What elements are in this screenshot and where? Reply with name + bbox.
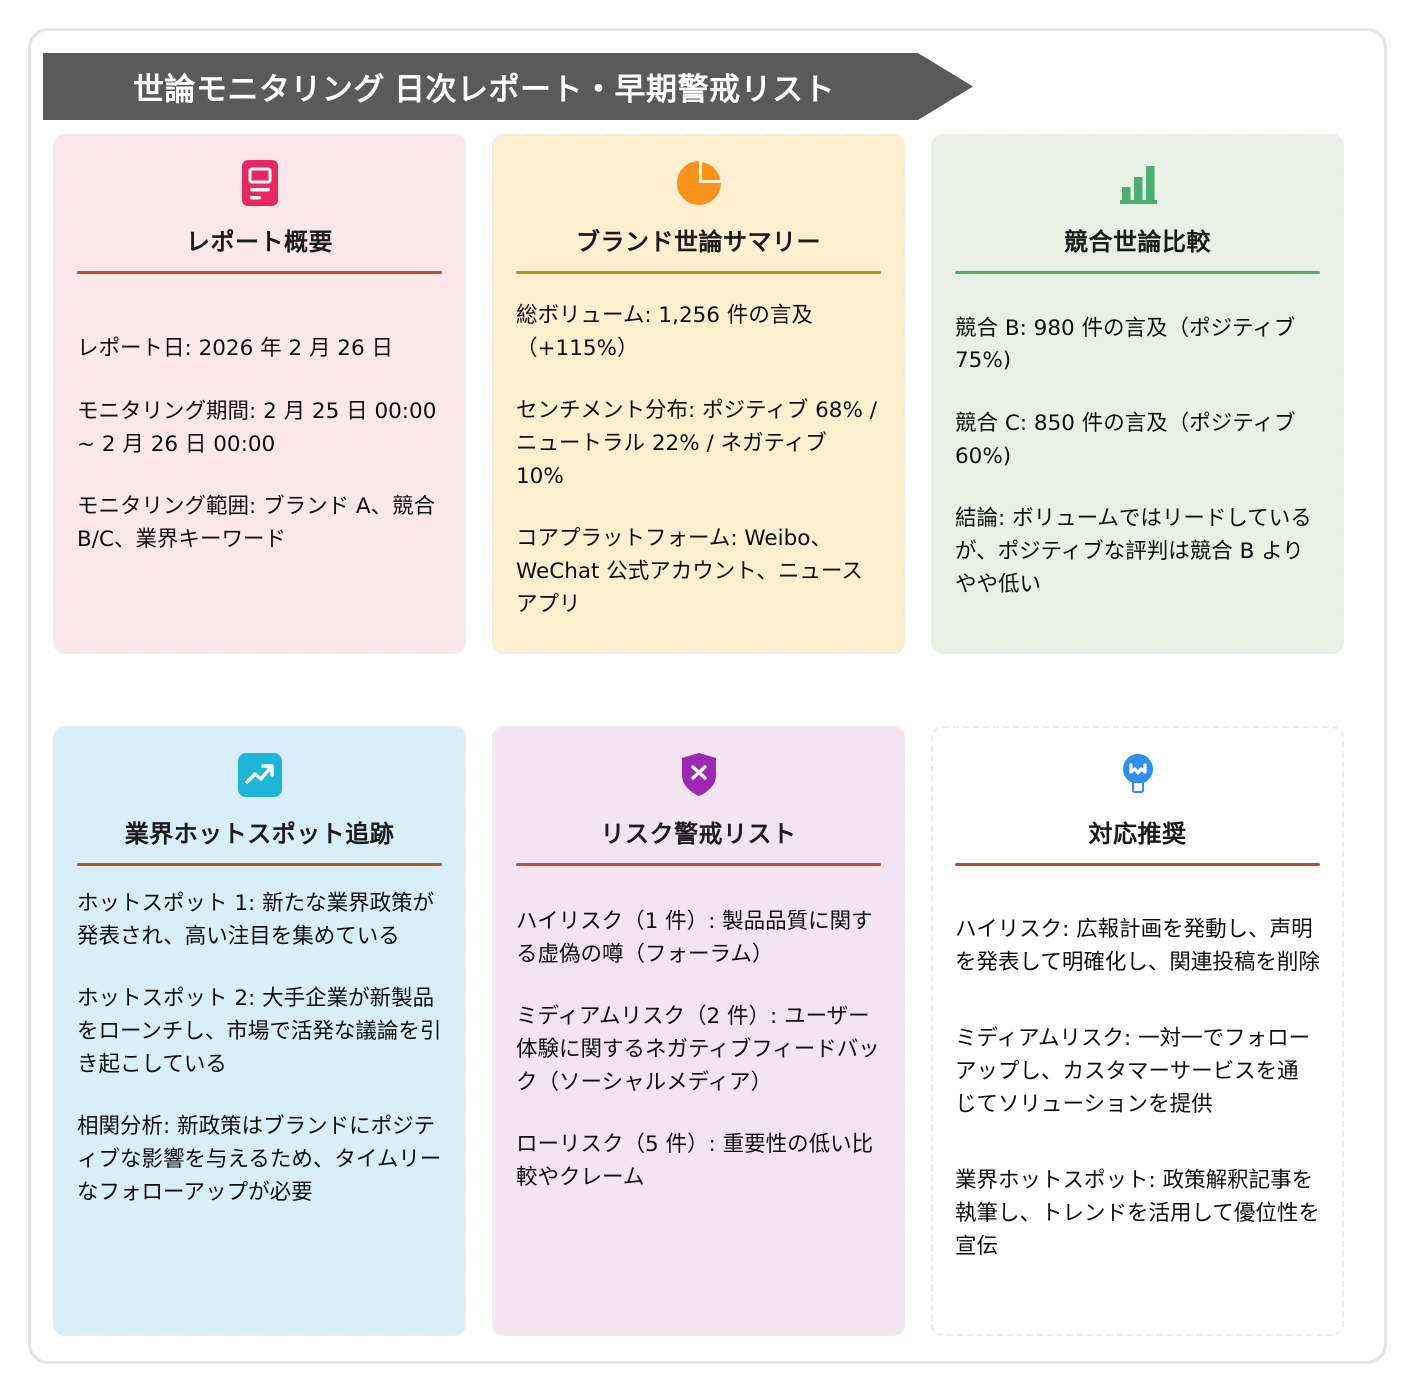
card-report-overview[interactable]: レポート概要 レポート日: 2026 年 2 月 26 日 モニタリング期間: … xyxy=(53,134,466,654)
card-title: 業界ホットスポット追跡 xyxy=(124,821,395,848)
card-line: センチメント分布: ポジティブ 68% / ニュートラル 22% / ネガティブ… xyxy=(516,398,877,489)
card-brand-sentiment-summary[interactable]: ブランド世論サマリー 総ボリューム: 1,256 件の言及（+115%） センチ… xyxy=(492,134,905,654)
card-divider xyxy=(955,863,1320,866)
card-divider xyxy=(77,271,442,274)
document-icon xyxy=(77,158,442,208)
card-divider xyxy=(516,863,881,866)
card-body: ハイリスク（1 件）: 製品品質に関する虚偽の噂（フォーラム） ミディアムリスク… xyxy=(516,876,881,1312)
card-body: ハイリスク: 広報計画を発動し、声明を発表して明確化し、関連投稿を削除 ミディア… xyxy=(955,876,1320,1312)
pie-chart-icon xyxy=(516,158,881,208)
card-line: モニタリング期間: 2 月 25 日 00:00 ~ 2 月 26 日 00:0… xyxy=(77,398,437,457)
lightbulb-icon xyxy=(955,750,1320,800)
card-line: ハイリスク（1 件）: 製品品質に関する虚偽の噂（フォーラム） xyxy=(516,909,873,967)
card-line: モニタリング範囲: ブランド A、競合 B/C、業界キーワード xyxy=(77,494,436,552)
card-line: 総ボリューム: 1,256 件の言及（+115%） xyxy=(516,303,813,361)
card-line: ミディアムリスク（2 件）: ユーザー体験に関するネガティブフィードバック（ソー… xyxy=(516,1004,880,1095)
card-body: ホットスポット 1: 新たな業界政策が発表され、高い注目を集めている ホットスポ… xyxy=(77,876,442,1312)
card-risk-alert-list[interactable]: リスク警戒リスト ハイリスク（1 件）: 製品品質に関する虚偽の噂（フォーラム）… xyxy=(492,726,905,1336)
page-banner: 世論モニタリング 日次レポート・早期警戒リスト xyxy=(43,53,973,120)
card-line: コアプラットフォーム: Weibo、WeChat 公式アカウント、ニュースアプリ xyxy=(516,526,863,617)
card-body: 競合 B: 980 件の言及（ポジティブ 75%) 競合 C: 850 件の言及… xyxy=(955,284,1320,630)
card-line: 業界ホットスポット: 政策解釈記事を執筆し、トレンドを活用して優位性を宣伝 xyxy=(955,1168,1320,1259)
card-divider xyxy=(955,271,1320,274)
card-divider xyxy=(77,863,442,866)
bar-chart-icon xyxy=(955,158,1320,208)
card-line: 相関分析: 新政策はブランドにポジティブな影響を与えるため、タイムリーなフォロー… xyxy=(77,1114,442,1205)
card-line: ローリスク（5 件）: 重要性の低い比較やクレーム xyxy=(516,1132,874,1191)
card-title: ブランド世論サマリー xyxy=(576,229,821,256)
card-title: 対応推奨 xyxy=(1088,821,1187,848)
card-body: レポート日: 2026 年 2 月 26 日 モニタリング期間: 2 月 25 … xyxy=(77,284,442,630)
card-line: ホットスポット 1: 新たな業界政策が発表され、高い注目を集めている xyxy=(77,891,435,949)
card-line: ミディアムリスク: 一対一でフォローアップし、カスタマーサービスを通じてソリュー… xyxy=(955,1026,1311,1117)
report-frame: 世論モニタリング 日次レポート・早期警戒リスト レポート概要 レポート日: 20… xyxy=(28,28,1387,1364)
card-line: 競合 C: 850 件の言及（ポジティブ 60%) xyxy=(955,410,1296,469)
card-line: 競合 B: 980 件の言及（ポジティブ 75%) xyxy=(955,315,1296,374)
card-body: 総ボリューム: 1,256 件の言及（+115%） センチメント分布: ポジティ… xyxy=(516,284,881,630)
card-line: ハイリスク: 広報計画を発動し、声明を発表して明確化し、関連投稿を削除 xyxy=(955,917,1320,975)
card-industry-hotspot-tracking[interactable]: 業界ホットスポット追跡 ホットスポット 1: 新たな業界政策が発表され、高い注目… xyxy=(53,726,466,1336)
card-line: 結論: ボリュームではリードしているが、ポジティブな評判は競合 B よりやや低い xyxy=(955,506,1312,597)
card-line: レポート日: 2026 年 2 月 26 日 xyxy=(77,336,394,362)
card-title: 競合世論比較 xyxy=(1064,229,1211,256)
page-title: 世論モニタリング 日次レポート・早期警戒リスト xyxy=(132,72,836,107)
trending-up-icon xyxy=(77,750,442,800)
card-competitor-comparison[interactable]: 競合世論比較 競合 B: 980 件の言及（ポジティブ 75%) 競合 C: 8… xyxy=(931,134,1344,654)
card-line: ホットスポット 2: 大手企業が新製品をローンチし、市場で活発な議論を引き起こし… xyxy=(77,986,442,1077)
shield-x-icon xyxy=(516,750,881,800)
cards-grid: レポート概要 レポート日: 2026 年 2 月 26 日 モニタリング期間: … xyxy=(53,134,1364,1336)
card-response-recommendations[interactable]: 対応推奨 ハイリスク: 広報計画を発動し、声明を発表して明確化し、関連投稿を削除… xyxy=(931,726,1344,1336)
card-title: リスク警戒リスト xyxy=(600,821,797,848)
banner-arrow-shape: 世論モニタリング 日次レポート・早期警戒リスト xyxy=(43,53,973,120)
card-divider xyxy=(516,271,881,274)
card-title: レポート概要 xyxy=(186,229,333,256)
